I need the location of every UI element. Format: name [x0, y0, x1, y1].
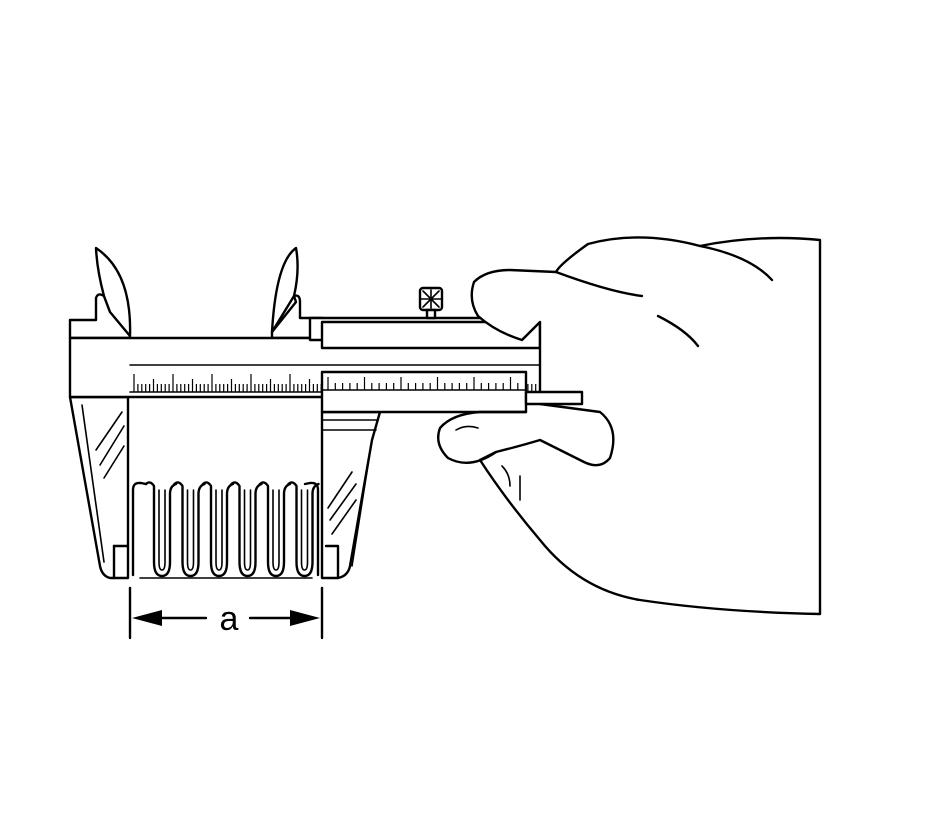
spring-coil-inner [158, 489, 166, 571]
spring-coil [230, 481, 263, 578]
spring-coil [201, 481, 235, 578]
spring-coil [287, 481, 320, 578]
spring-coil-inner [243, 489, 252, 571]
locking-screw [418, 286, 444, 320]
vernier-slider [308, 286, 562, 414]
spring-coil-inner [272, 489, 280, 571]
spring-coil [144, 481, 178, 578]
upper-jaws [68, 246, 324, 340]
spring-coil-inner [186, 489, 195, 571]
vernier-scale-ticks [327, 377, 519, 390]
fixed-jaw [68, 395, 130, 580]
coil-spring [131, 481, 320, 579]
spring-coil-inner [300, 489, 309, 571]
spring-coil [173, 481, 206, 578]
hand [437, 236, 822, 616]
dimension-label: a [220, 600, 239, 638]
spring-coil-inner [215, 489, 223, 571]
spring-coil [258, 481, 292, 578]
movable-jaw [320, 410, 382, 580]
dimension-a: a [128, 586, 324, 640]
